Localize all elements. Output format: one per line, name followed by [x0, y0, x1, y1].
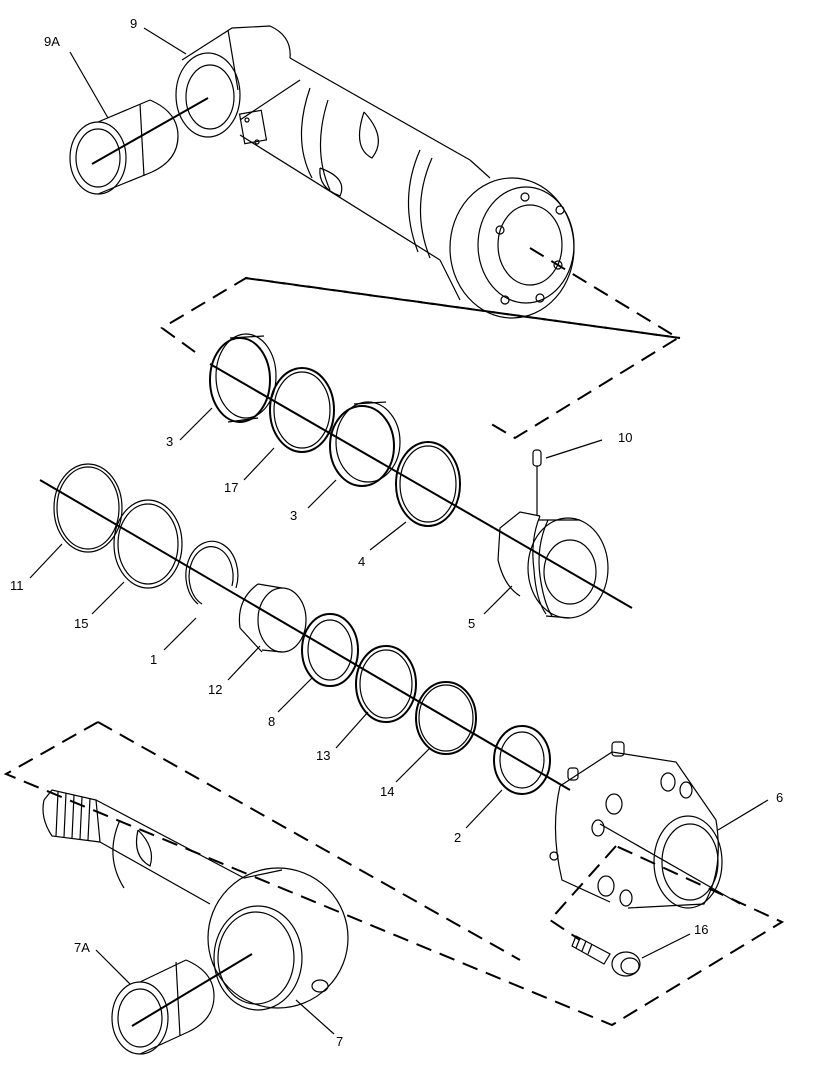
callout-8: 8 — [268, 714, 275, 729]
callout-7: 7 — [336, 1034, 343, 1049]
callout-labels: 9A 9 3 17 3 4 5 10 11 15 1 12 8 13 14 2 … — [10, 16, 783, 1049]
callout-14: 14 — [380, 784, 394, 799]
part-3-middle-ring — [329, 401, 401, 487]
callout-17: 17 — [224, 480, 238, 495]
callout-2: 2 — [454, 830, 461, 845]
part-4-ring — [395, 441, 461, 527]
part-3-upper-ring — [209, 333, 277, 423]
part-10-pin — [532, 449, 542, 515]
part-12-sleeve — [238, 583, 307, 653]
callout-16: 16 — [694, 922, 708, 937]
part-15-ring — [113, 499, 183, 589]
callout-15: 15 — [74, 616, 88, 631]
part-1-ring — [185, 540, 239, 605]
upper-seal-stack — [209, 333, 495, 529]
assembly-path-lines — [3, 247, 785, 1027]
callout-1: 1 — [150, 652, 157, 667]
part-9-cylinder-barrel — [175, 25, 575, 319]
callout-3-upper: 3 — [166, 434, 173, 449]
callout-9: 9 — [130, 16, 137, 31]
part-8-ring — [301, 613, 359, 687]
callout-7a: 7A — [74, 940, 90, 955]
part-6-head — [549, 741, 741, 909]
part-5-piston — [493, 511, 633, 619]
callout-10: 10 — [618, 430, 632, 445]
part-14-ring — [415, 681, 477, 755]
part-16-bolt — [571, 935, 641, 977]
part-17-ring — [269, 367, 335, 453]
part-9a-bearing — [69, 97, 209, 195]
part-2-ring — [493, 725, 551, 795]
callout-11: 11 — [10, 578, 24, 593]
lower-seal-stack — [39, 463, 571, 795]
part-11-ring — [53, 463, 123, 553]
callout-6: 6 — [776, 790, 783, 805]
part-13-ring — [355, 645, 417, 723]
callout-5: 5 — [468, 616, 475, 631]
callout-13: 13 — [316, 748, 330, 763]
callout-12: 12 — [208, 682, 222, 697]
callout-9a: 9A — [44, 34, 60, 49]
part-7a-bearing — [111, 953, 253, 1055]
callout-4: 4 — [358, 554, 365, 569]
part-7-rod — [42, 789, 349, 1011]
callout-3-middle: 3 — [290, 508, 297, 523]
leader-lines — [29, 27, 769, 1035]
